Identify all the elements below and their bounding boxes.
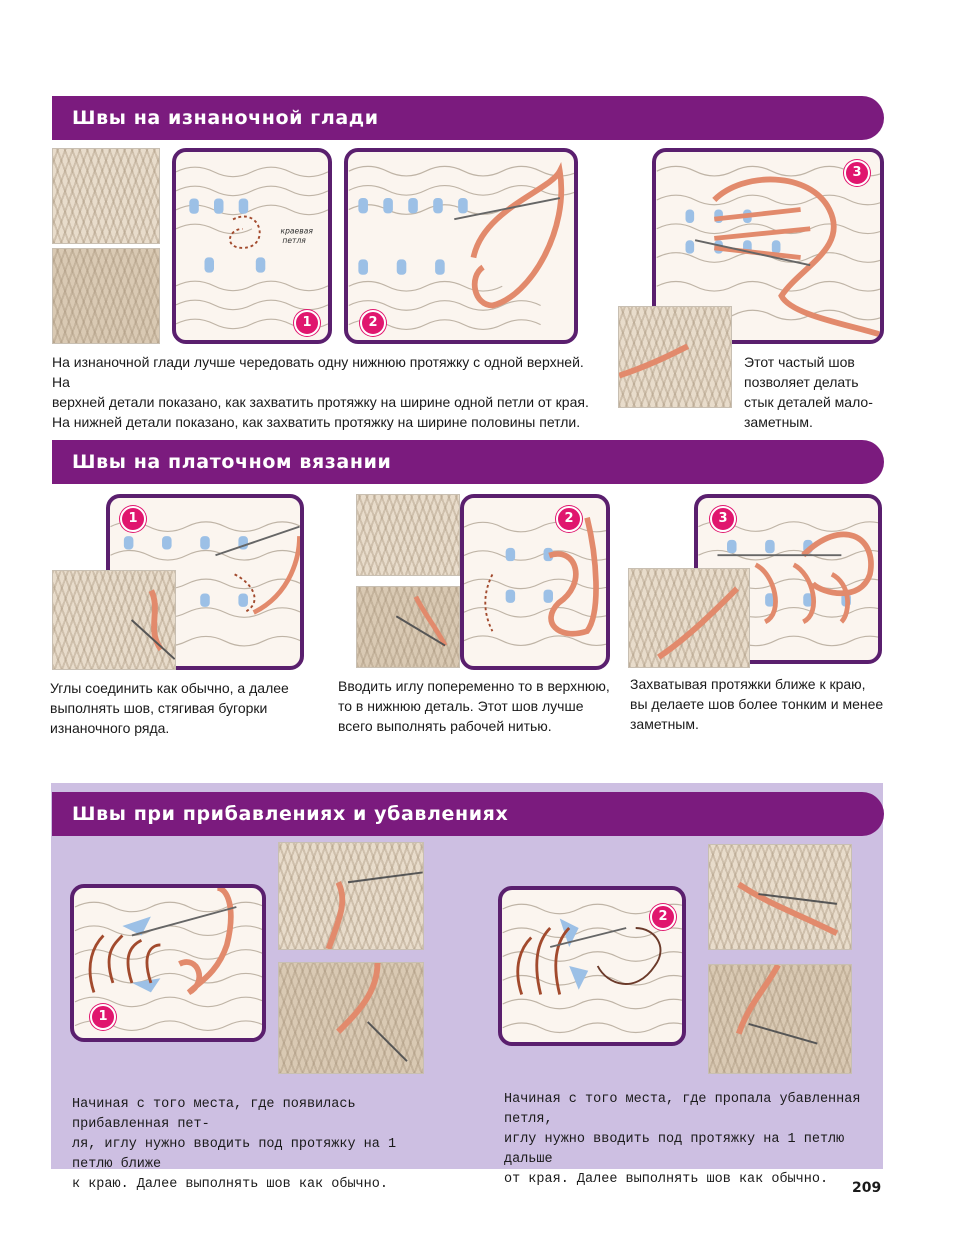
- caption-garter-2: Вводить иглу попеременно то в верхнюю, т…: [338, 678, 610, 734]
- caption-purl-main: На изнаночной глади лучше чередовать одн…: [52, 354, 589, 430]
- photo-garter-seam-3: [628, 568, 750, 668]
- diagram-purl-2: 2: [344, 148, 578, 344]
- yarn-overlay: [656, 586, 740, 660]
- section-title-increase-decrease-seams: Швы при прибавлениях и убавлениях: [52, 792, 884, 836]
- badge-1: 1: [90, 1004, 116, 1030]
- yarn-overlay: [619, 343, 690, 379]
- yarn-overlay: [130, 589, 175, 660]
- diagram-increase: 1: [70, 884, 266, 1042]
- diagram-purl-1-svg: краевая петля: [176, 166, 328, 330]
- caption-garter-3: Захватывая протяжки ближе к краю, вы дел…: [630, 676, 884, 732]
- badge-1: 1: [120, 506, 146, 532]
- caption-increase: Начиная с того места, где появилась приб…: [72, 1097, 397, 1192]
- page-number: 209: [852, 1180, 882, 1196]
- yarn-overlay: [325, 871, 423, 949]
- badge-1: 1: [294, 310, 320, 336]
- section-title-garter-seams: Швы на платочном вязании: [52, 440, 884, 484]
- diagram-garter-1-svg: [110, 521, 300, 647]
- badge-2: 2: [650, 904, 676, 930]
- caption-garter-1: Углы соединить как обычно, а далее выпол…: [50, 680, 289, 736]
- section-title-purl-seams: Швы на изнаночной глади: [52, 96, 884, 140]
- badge-2: 2: [556, 506, 582, 532]
- photo-garter-seam-2-bottom: [356, 586, 460, 668]
- badge-3: 3: [710, 506, 736, 532]
- photo-decrease-bottom: [708, 964, 852, 1074]
- photo-decrease-top: [708, 844, 852, 950]
- diagram-decrease: 2: [498, 886, 686, 1046]
- badge-2: 2: [360, 310, 386, 336]
- photo-garter-seam-2-top: [356, 494, 460, 576]
- yarn-overlay: [737, 881, 839, 936]
- photo-purl-seam-top: [52, 148, 160, 244]
- edge-loop-label-line1: краевая: [281, 227, 314, 236]
- diagram-purl-2-svg: [348, 162, 574, 331]
- photo-purl-seam-bottom: [52, 248, 160, 344]
- diagram-purl-1: краевая петля 1: [172, 148, 332, 344]
- yarn-overlay: [395, 595, 448, 647]
- photo-purl-seam-closeup: [618, 306, 732, 408]
- edge-loop-label-line2: петля: [282, 236, 306, 245]
- badge-3: 3: [844, 160, 870, 186]
- photo-increase-top: [278, 842, 424, 950]
- diagram-garter-3-svg: [698, 521, 878, 647]
- yarn-overlay: [735, 965, 818, 1045]
- caption-decrease: Начиная с того места, где пропала убавле…: [504, 1092, 861, 1187]
- photo-garter-seam-1: [52, 570, 176, 670]
- yarn-overlay: [336, 963, 408, 1062]
- photo-increase-bottom: [278, 962, 424, 1074]
- diagram-garter-2-svg: [464, 516, 606, 646]
- diagram-garter-2: 2: [460, 494, 610, 670]
- caption-purl-side: Этот частый шов позволяет делать стык де…: [744, 354, 873, 430]
